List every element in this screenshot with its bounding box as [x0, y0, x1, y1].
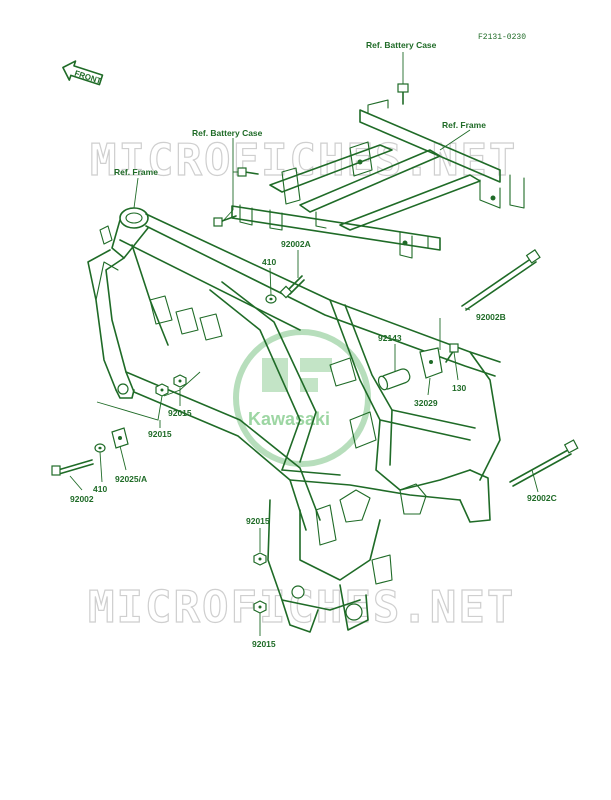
callout-ref-battery-case-top: Ref. Battery Case: [366, 40, 437, 50]
watermark-top: MICROFICHES.NET: [90, 135, 517, 186]
callout-32029: 32029: [414, 398, 438, 408]
long-bolt-92002C: [509, 439, 579, 487]
callout-ref-frame-right: Ref. Frame: [442, 120, 486, 130]
callout-92025A: 92025/A: [115, 474, 147, 484]
nut-92015-c: [253, 552, 267, 566]
washer-410-upper: [265, 294, 277, 304]
nut-92015-a: [155, 383, 169, 397]
long-bolt-92002B: [461, 249, 541, 311]
kawasaki-logo-text: Kawasaki: [248, 409, 330, 429]
main-frame: [87, 207, 501, 633]
callout-130: 130: [452, 383, 466, 393]
callout-92143: 92143: [378, 333, 402, 343]
callout-92002C: 92002C: [527, 493, 557, 503]
nut-92015-b: [173, 374, 187, 388]
callout-92002A: 92002A: [281, 239, 311, 249]
nut-92015-d: [253, 600, 267, 614]
kawasaki-logo: Kawasaki: [233, 329, 371, 467]
callout-ref-frame-left: Ref. Frame: [114, 167, 158, 177]
bolt-130: [445, 343, 459, 363]
bracket-32029: [419, 347, 443, 379]
bolt-92002A: [279, 275, 305, 299]
battery-case-bolt-top: [397, 83, 409, 105]
washer-410-lower: [94, 443, 106, 453]
callout-92015-c: 92015: [246, 516, 270, 526]
callout-410-lower: 410: [93, 484, 107, 494]
callout-92015-d: 92015: [252, 639, 276, 649]
front-label: FRONT: [73, 69, 102, 86]
drawing-code: F2131-0230: [478, 33, 526, 42]
leader-lines: [69, 52, 539, 636]
front-arrow-badge: FRONT: [62, 60, 104, 86]
callout-92002B: 92002B: [476, 312, 506, 322]
callout-92015-a: 92015: [168, 408, 192, 418]
bolt-92002: [51, 459, 94, 476]
spacer-92143: [377, 368, 411, 391]
callout-410-upper: 410: [262, 257, 276, 267]
callout-ref-battery-case-left: Ref. Battery Case: [192, 128, 263, 138]
callout-92002: 92002: [70, 494, 94, 504]
battery-case-bracket: [231, 99, 525, 259]
battery-case-bolt-left-b: [213, 215, 237, 227]
bracket-92025A: [111, 427, 129, 449]
callout-92015-b: 92015: [148, 429, 172, 439]
